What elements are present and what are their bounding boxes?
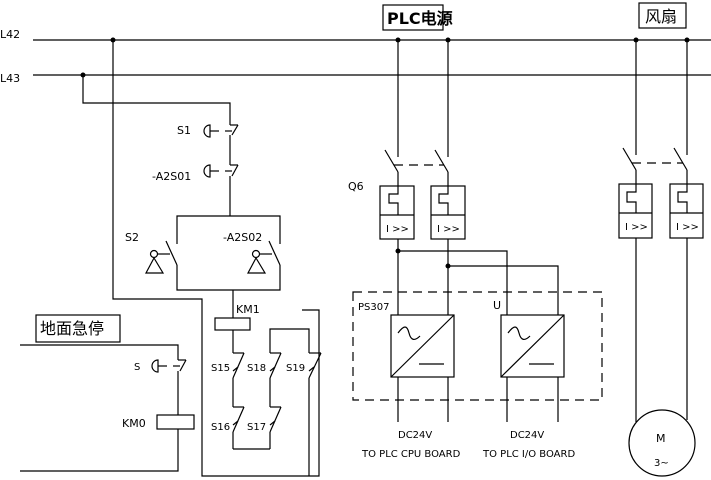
- trip-label: I >>: [625, 222, 648, 233]
- label-u: U: [493, 299, 501, 312]
- output-voltage-io: DC24V: [510, 430, 544, 441]
- label-s2: S2: [125, 231, 139, 244]
- estop-button-a2s01: [203, 164, 239, 216]
- label-s17: S17: [247, 422, 266, 433]
- label-a2s01: -A2S01: [152, 170, 191, 183]
- power-supply-u: [500, 314, 565, 378]
- key-switch-a2s02: [247, 240, 281, 274]
- fan-title: 风扇: [645, 7, 677, 26]
- label-a2s02: -A2S02: [223, 231, 262, 244]
- power-supply-ps307: [390, 314, 455, 378]
- ground-estop-circuit: S KM0: [20, 344, 195, 472]
- limit-switch-s19: [308, 352, 322, 476]
- label-km1: KM1: [236, 303, 260, 316]
- fan-breaker-pole-1: I >>: [618, 183, 653, 239]
- label-s16: S16: [211, 422, 230, 433]
- fan-title-box: [638, 2, 687, 29]
- coil-km0: [156, 414, 195, 430]
- trip-label: I >>: [676, 222, 699, 233]
- power-supply-enclosure: [352, 291, 603, 401]
- label-s18: S18: [247, 363, 266, 374]
- motor-label: M: [656, 432, 666, 445]
- label-ps307: PS307: [358, 302, 389, 313]
- label-s19: S19: [286, 363, 305, 374]
- plc-power-circuit: I >> I >> Q6 PS307: [348, 40, 603, 460]
- breaker-q6-pole-1: I >>: [379, 185, 415, 240]
- limit-switch-s17: [269, 378, 282, 433]
- motor-phase: 3~: [654, 458, 669, 469]
- trip-label: I >>: [437, 224, 460, 235]
- limit-switch-s18: [269, 352, 282, 379]
- ground-estop-title-box: [35, 314, 121, 343]
- limit-switch-s16: [232, 406, 245, 449]
- label-s15: S15: [211, 363, 230, 374]
- key-switch-s2: [145, 240, 178, 274]
- plc-power-title-box: [382, 4, 444, 31]
- output-target-io: TO PLC I/O BOARD: [482, 449, 575, 460]
- bus-label-l42: L42: [0, 28, 20, 41]
- bus-label-l43: L43: [0, 72, 20, 85]
- output-voltage-cpu: DC24V: [398, 430, 432, 441]
- limit-switch-s15: [232, 352, 245, 407]
- estop-button-s: [151, 359, 187, 415]
- trip-label: I >>: [386, 224, 409, 235]
- estop-button-s1: [203, 124, 239, 165]
- label-s1: S1: [177, 124, 191, 137]
- plc-power-title: PLC电源: [387, 9, 453, 28]
- label-s: S: [134, 362, 140, 373]
- output-target-cpu: TO PLC CPU BOARD: [361, 449, 461, 460]
- ground-estop-title: 地面急停: [40, 319, 104, 338]
- motor-symbol: [628, 409, 696, 477]
- coil-km1: [214, 317, 251, 331]
- control-circuit: S1 -A2S01 S2 -A2S02: [82, 40, 322, 477]
- fan-circuit: I >> I >> M 3~: [618, 40, 704, 477]
- breaker-q6-pole-2: I >>: [430, 185, 466, 240]
- label-km0: KM0: [122, 417, 146, 430]
- label-q6: Q6: [348, 180, 364, 193]
- fan-breaker-pole-2: I >>: [669, 183, 704, 239]
